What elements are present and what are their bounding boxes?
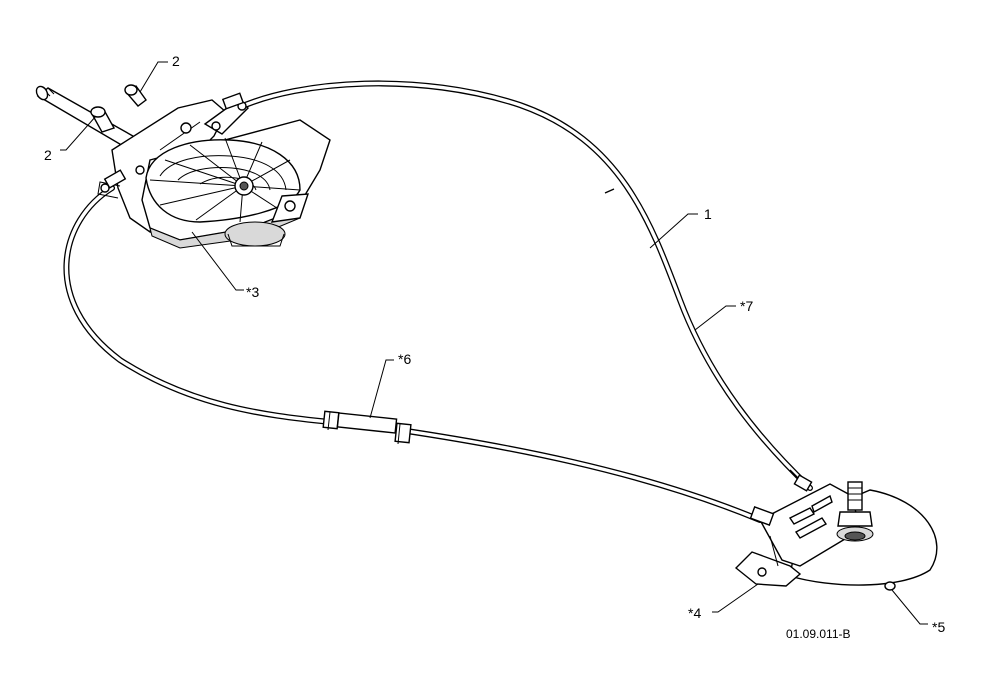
callout-5: *5 [932,619,945,635]
bolt-upper [124,84,147,107]
mounting-bracket-assembly [734,474,938,591]
cable-lower [63,185,763,523]
callout-4: *4 [688,605,701,621]
callout-2-lower: 2 [44,147,52,163]
callout-1: 1 [704,206,712,222]
control-lever-assembly [35,85,331,249]
drawing-code: 01.09.011-B [786,627,851,641]
callout-2-upper: 2 [172,53,180,69]
callout-7: *7 [740,298,753,314]
leader-lines [60,61,928,625]
callout-6: *6 [398,351,411,367]
bolt-lower [90,106,116,133]
callout-3: *3 [246,284,259,300]
cable-connector [322,410,412,445]
